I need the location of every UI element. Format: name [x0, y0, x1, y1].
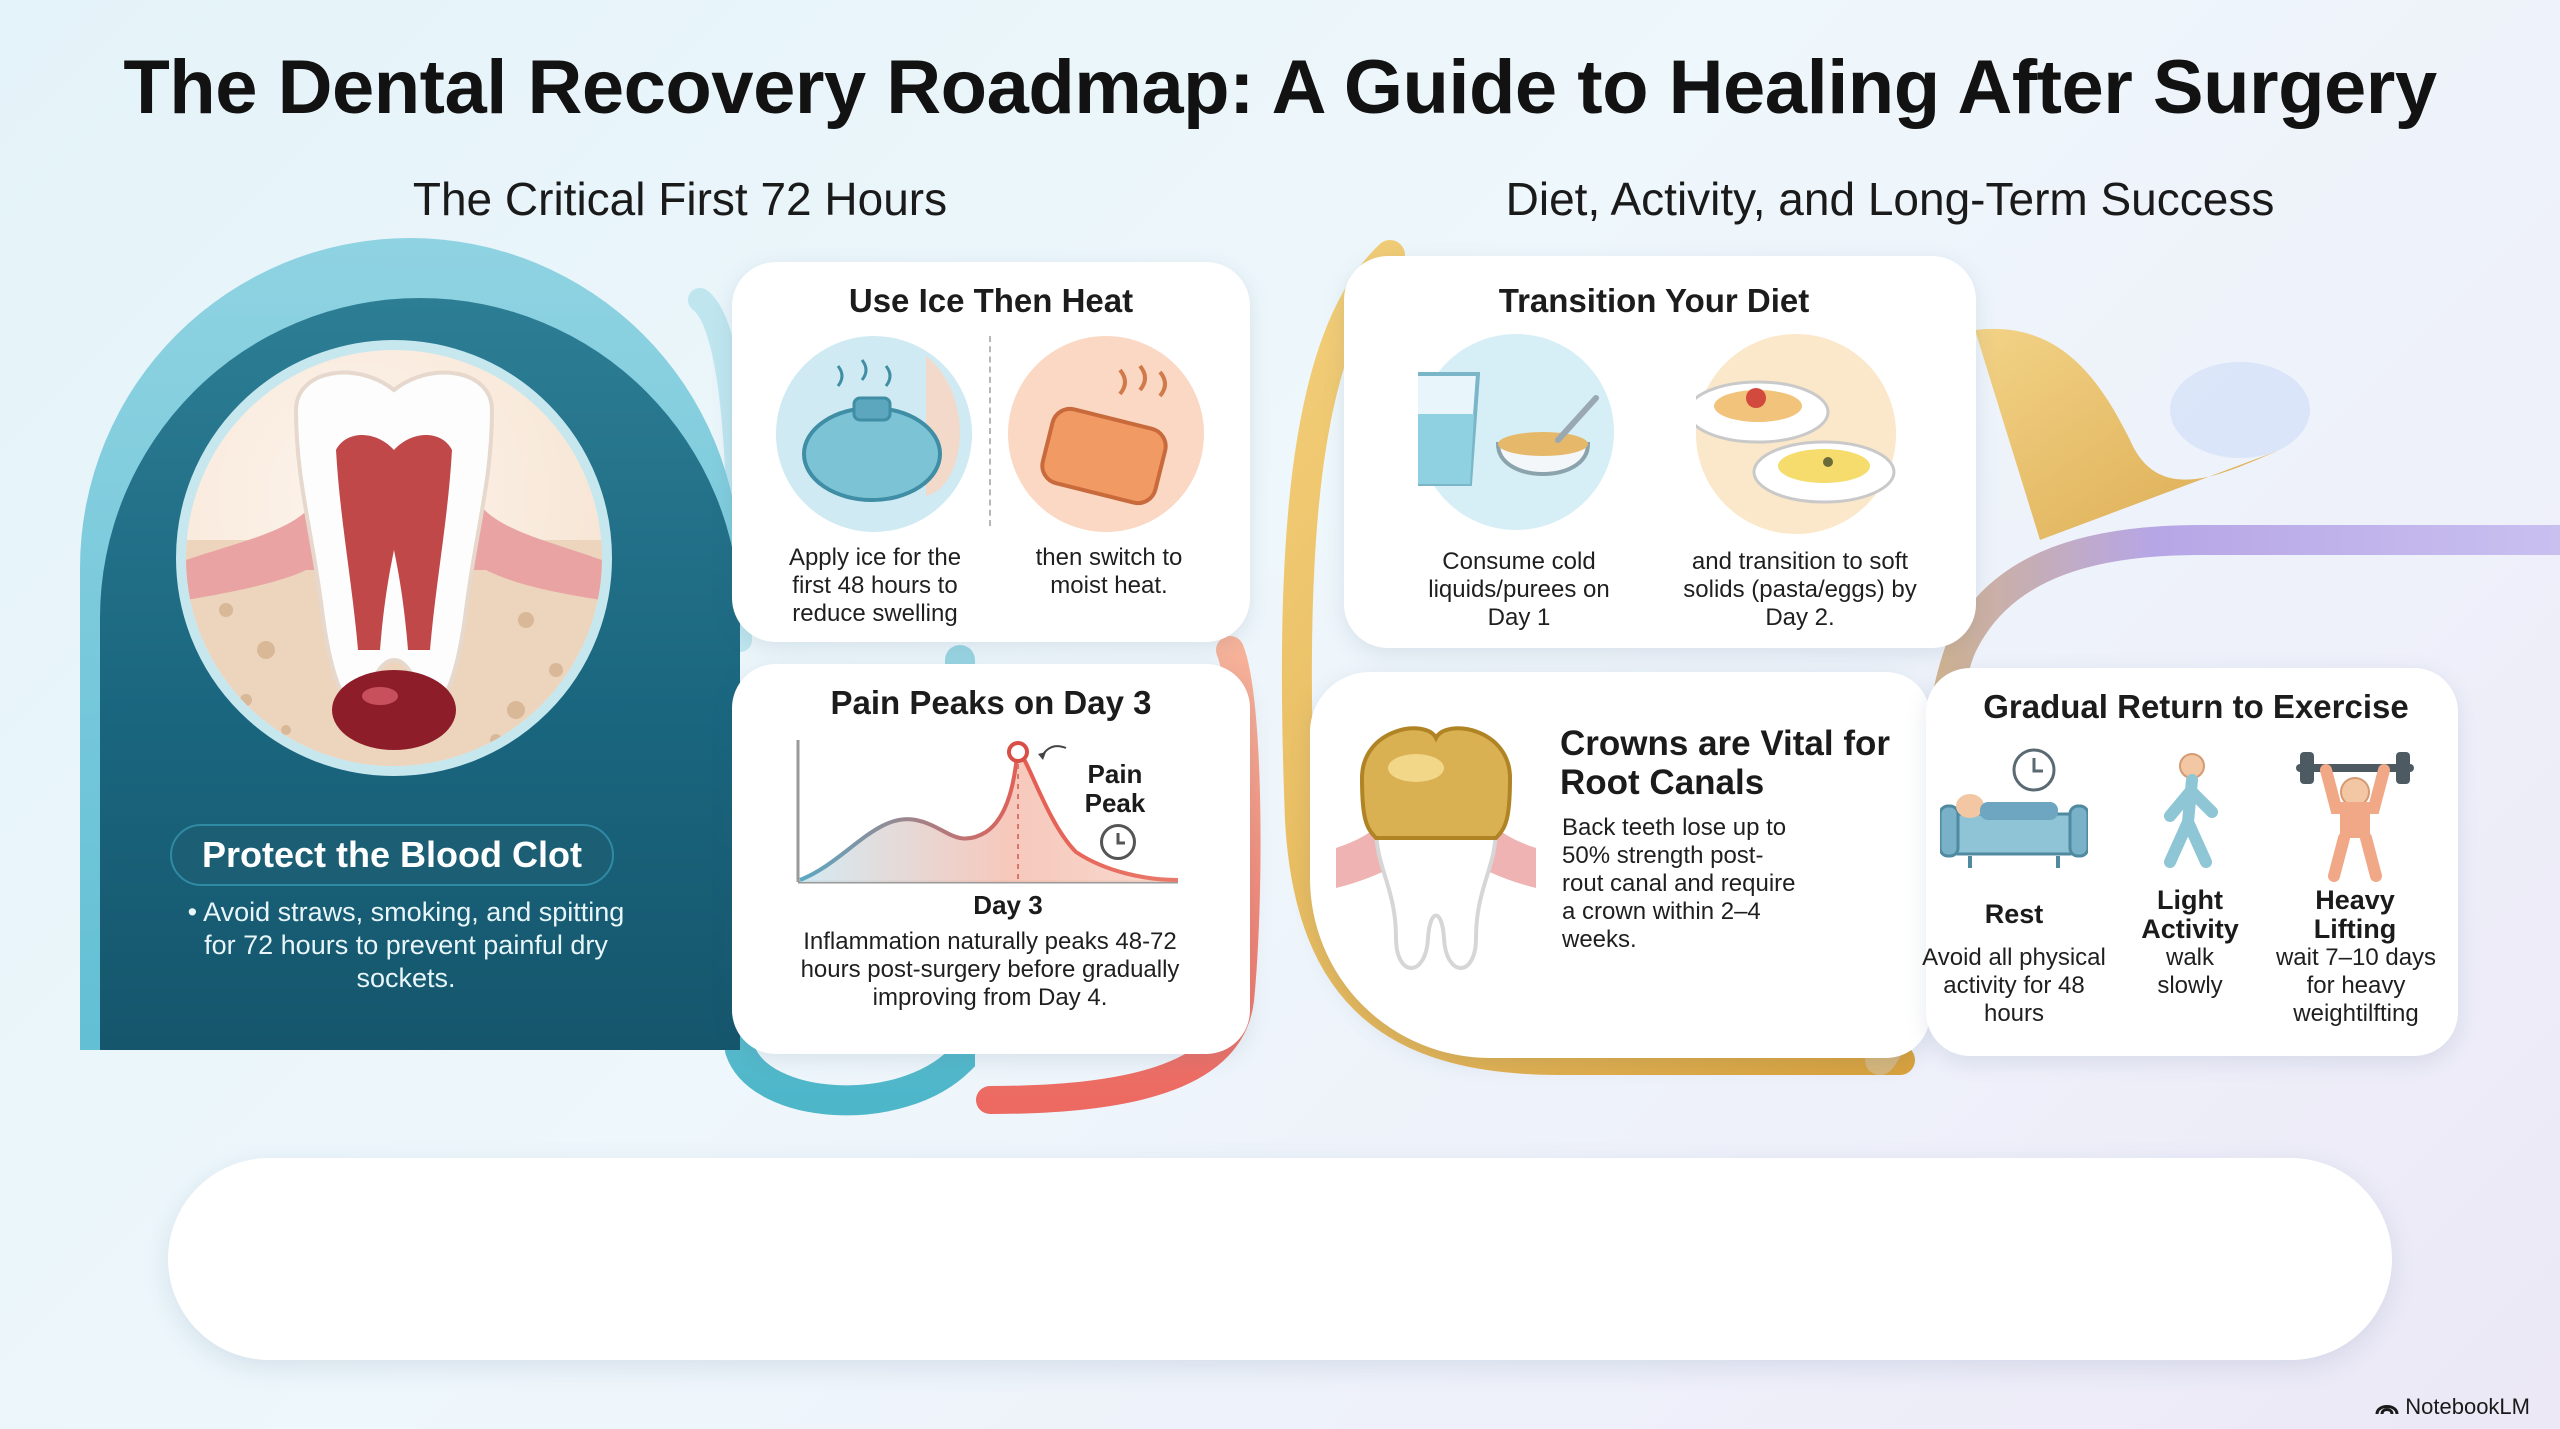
- notebooklm-logo-icon: [2375, 1405, 2399, 1415]
- footer-bar: [168, 1158, 2392, 1360]
- exercise-light-desc: walk slowly: [2157, 944, 2223, 999]
- blood-clot-title-pill: Protect the Blood Clot: [170, 824, 614, 886]
- ice-heat-divider: [989, 336, 991, 526]
- exercise-rest-desc: Avoid all physical activity for 48 hours: [1922, 944, 2106, 1027]
- section-title-right: Diet, Activity, and Long-Term Success: [1505, 173, 2275, 225]
- section-title-left: The Critical First 72 Hours: [412, 173, 948, 225]
- pain-caption: Inflammation naturally peaks 48-72 hours…: [800, 928, 1180, 1011]
- weightlifting-icon: [2290, 746, 2420, 882]
- heat-pack-icon: [1008, 336, 1204, 532]
- walking-person-icon: [2140, 752, 2240, 882]
- heat-caption: then switch to moist heat.: [1035, 544, 1183, 599]
- tooth-cross-section-icon: [176, 340, 612, 776]
- exercise-light-label: Light Activity: [2141, 885, 2239, 944]
- rest-sofa-icon: [1938, 744, 2090, 874]
- soft-solids-icon: [1686, 334, 1896, 534]
- exercise-rest-label: Rest: [1984, 899, 2044, 929]
- exercise-heavy-label: Heavy Lifting: [2313, 885, 2397, 944]
- ice-caption: Apply ice for the first 48 hours to redu…: [788, 544, 962, 627]
- crowns-title: Crowns are Vital for Root Canals: [1560, 724, 1891, 802]
- diet-title: Transition Your Diet: [1498, 282, 1810, 319]
- pain-day-label: Day 3: [973, 890, 1043, 920]
- clock-icon: [1100, 824, 1136, 860]
- main-title: The Dental Recovery Roadmap: A Guide to …: [123, 45, 2437, 130]
- pain-peak-label: Pain Peak: [1084, 759, 1146, 818]
- pain-curve-chart: [796, 740, 1179, 884]
- blood-clot-text: • Avoid straws, smoking, and spitting fo…: [187, 897, 625, 993]
- blood-clot-title: Protect the Blood Clot: [202, 834, 582, 875]
- ice-pack-icon: [776, 336, 972, 532]
- exercise-heavy-desc: wait 7–10 days for heavy weightilfting: [2275, 944, 2437, 1027]
- ice-heat-title: Use Ice Then Heat: [848, 282, 1134, 319]
- liquids-icon: [1405, 334, 1614, 530]
- pain-peak-title: Pain Peaks on Day 3: [830, 684, 1152, 721]
- crowns-text: Back teeth lose up to 50% strength post-…: [1562, 814, 1796, 953]
- brand-label: NotebookLM: [2405, 1394, 2530, 1419]
- crown-tooth-icon: [1336, 718, 1536, 988]
- notebooklm-brand: NotebookLM: [2375, 1394, 2530, 1420]
- diet-caption-right: and transition to soft solids (pasta/egg…: [1683, 548, 1917, 631]
- diet-caption-left: Consume cold liquids/purees on Day 1: [1428, 548, 1610, 631]
- exercise-title: Gradual Return to Exercise: [1983, 688, 2409, 725]
